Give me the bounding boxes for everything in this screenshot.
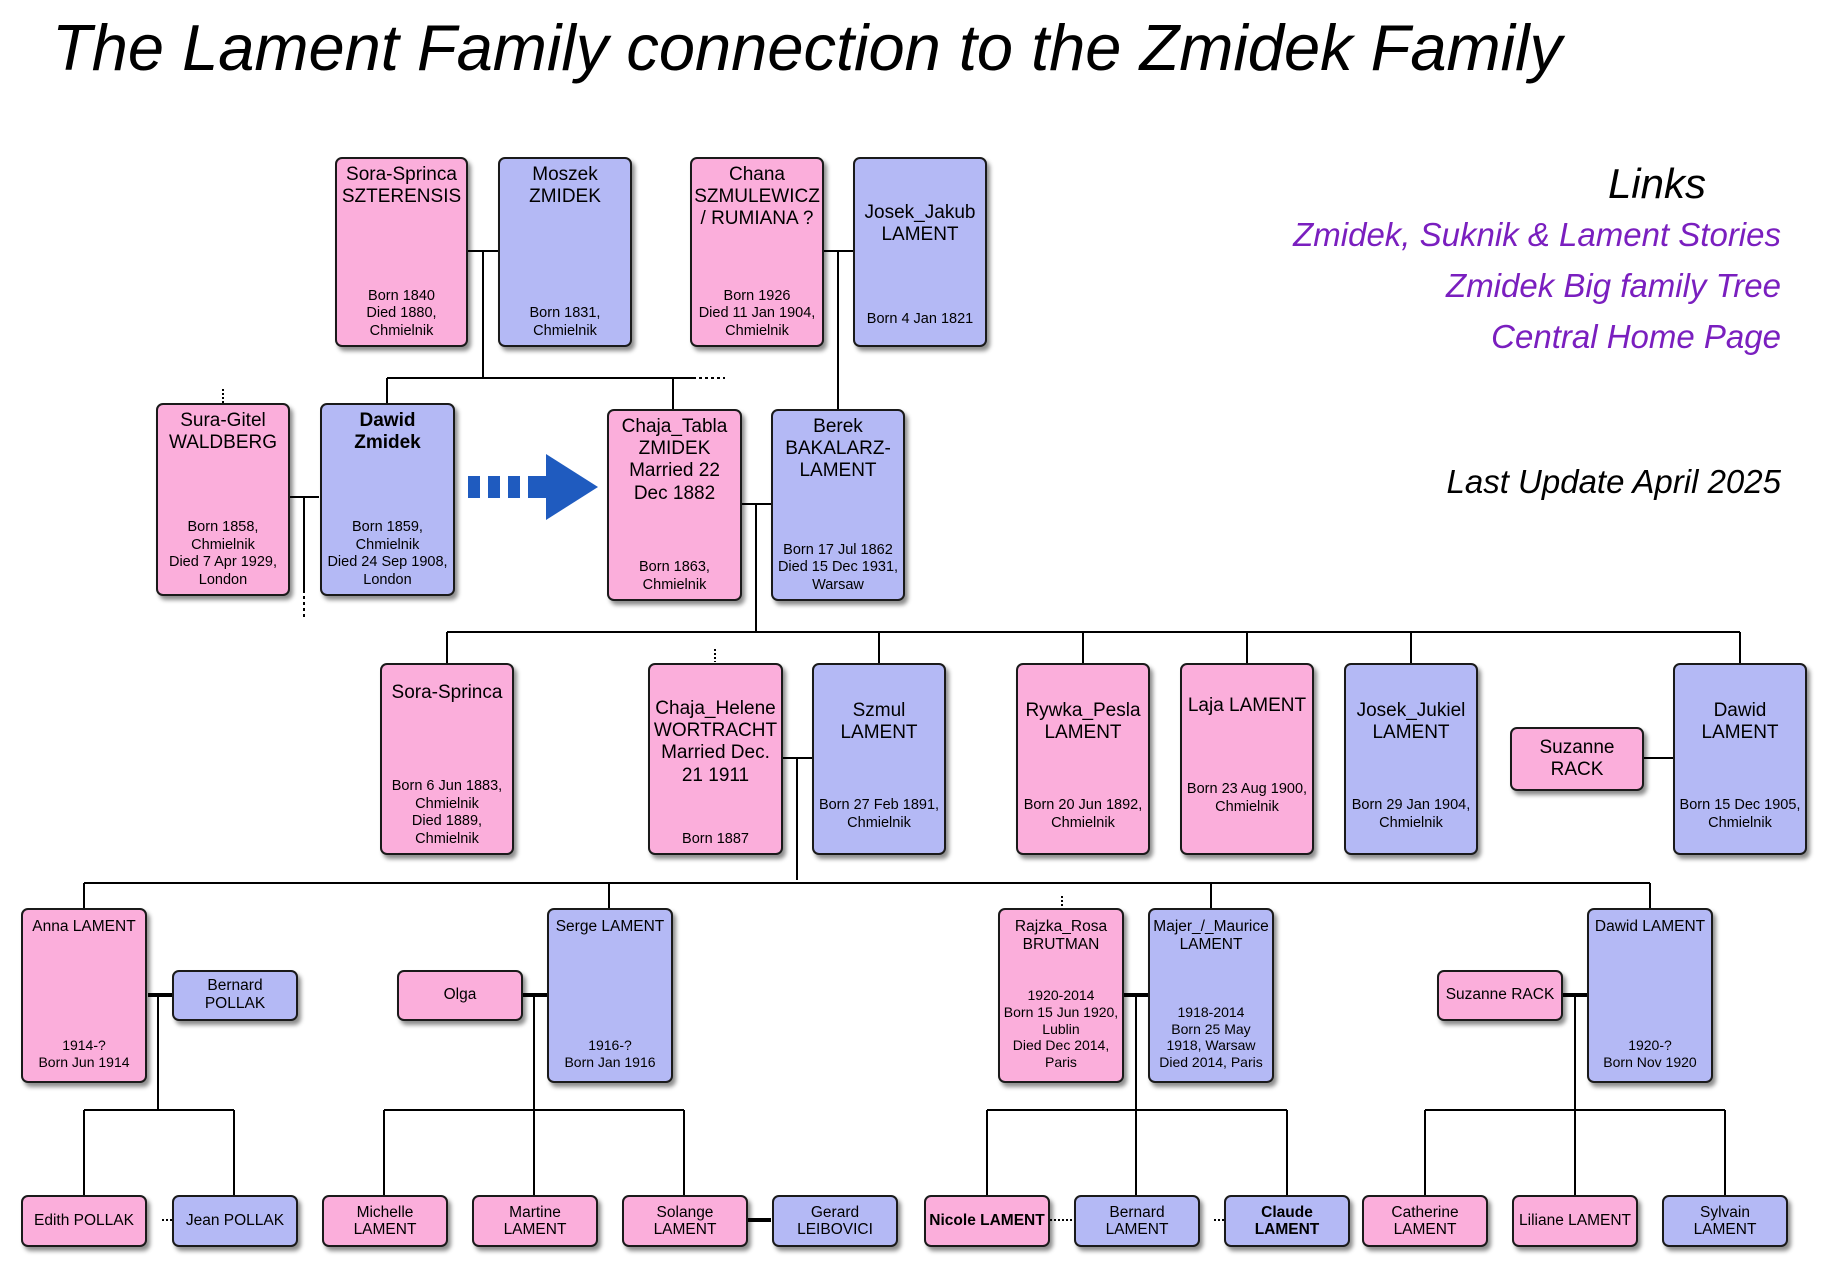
person-chana-szmulewicz[interactable]: Chana SZMULEWICZ / RUMIANA ? Born 1926 D… [690, 157, 824, 347]
page-title: The Lament Family connection to the Zmid… [52, 11, 1563, 84]
person-sora-sprinca[interactable]: Sora-Sprinca Born 6 Jun 1883, Chmielnik … [380, 663, 514, 855]
person-suzanne-rack[interactable]: Suzanne RACK [1510, 727, 1644, 791]
person-liliane-lament[interactable]: Liliane LAMENT [1512, 1195, 1638, 1247]
person-josek-jukiel-lament[interactable]: Josek_Jukiel LAMENT Born 29 Jan 1904, Ch… [1344, 663, 1478, 855]
person-bernard-lament[interactable]: Bernard LAMENT [1074, 1195, 1200, 1247]
link-central-home[interactable]: Central Home Page [1491, 318, 1781, 355]
person-nicole-lament[interactable]: Nicole LAMENT [924, 1195, 1050, 1247]
person-edith-pollak[interactable]: Edith POLLAK [21, 1195, 147, 1247]
person-josek-jakub-lament[interactable]: Josek_Jakub LAMENT Born 4 Jan 1821 [853, 157, 987, 347]
person-dawid-lament-1905[interactable]: Dawid LAMENT Born 15 Dec 1905, Chmielnik [1673, 663, 1807, 855]
person-claude-lament[interactable]: Claude LAMENT [1224, 1195, 1350, 1247]
person-sora-sprinca-szterensis[interactable]: Sora-Sprinca SZTERENSIS Born 1840 Died 1… [335, 157, 468, 347]
person-solange-lament[interactable]: Solange LAMENT [622, 1195, 748, 1247]
person-szmul-lament[interactable]: Szmul LAMENT Born 27 Feb 1891, Chmielnik [812, 663, 946, 855]
person-serge-lament[interactable]: Serge LAMENT 1916-? Born Jan 1916 [547, 908, 673, 1083]
person-moszek-zmidek[interactable]: Moszek ZMIDEK Born 1831, Chmielnik [498, 157, 632, 347]
arrow-right-icon [468, 454, 598, 520]
person-jean-pollak[interactable]: Jean POLLAK [172, 1195, 298, 1247]
person-sura-gitel-waldberg[interactable]: Sura-Gitel WALDBERG Born 1858, Chmielnik… [156, 403, 290, 596]
person-chaja-tabla-zmidek[interactable]: Chaja_Tabla ZMIDEK Married 22 Dec 1882 B… [607, 409, 742, 601]
person-michelle-lament[interactable]: Michelle LAMENT [322, 1195, 448, 1247]
person-rajzka-rosa-brutman[interactable]: Rajzka_Rosa BRUTMAN 1920-2014 Born 15 Ju… [998, 908, 1124, 1083]
person-martine-lament[interactable]: Martine LAMENT [472, 1195, 598, 1247]
link-stories[interactable]: Zmidek, Suknik & Lament Stories [1293, 216, 1781, 253]
person-olga[interactable]: Olga [397, 970, 523, 1021]
person-dawid-zmidek[interactable]: Dawid Zmidek Born 1859, Chmielnik Died 2… [320, 403, 455, 596]
person-anna-lament[interactable]: Anna LAMENT 1914-? Born Jun 1914 [21, 908, 147, 1083]
last-update: Last Update April 2025 [1446, 463, 1782, 500]
person-chaja-helene-wortracht[interactable]: Chaja_Helene WORTRACHT Married Dec. 21 1… [648, 663, 783, 855]
person-laja-lament[interactable]: Laja LAMENT Born 23 Aug 1900, Chmielnik [1180, 663, 1314, 855]
person-gerard-leibovici[interactable]: Gerard LEIBOVICI [772, 1195, 898, 1247]
person-berek-bakalarz-lament[interactable]: Berek BAKALARZ- LAMENT Born 17 Jul 1862 … [771, 409, 905, 601]
link-big-family-tree[interactable]: Zmidek Big family Tree [1446, 267, 1781, 304]
person-dawid-lament-1920[interactable]: Dawid LAMENT 1920-? Born Nov 1920 [1587, 908, 1713, 1083]
person-suzanne-rack-2[interactable]: Suzanne RACK [1437, 970, 1563, 1021]
person-majer-maurice-lament[interactable]: Majer_/_Maurice LAMENT 1918-2014 Born 25… [1148, 908, 1274, 1083]
links-heading: Links [1607, 160, 1706, 207]
person-catherine-lament[interactable]: Catherine LAMENT [1362, 1195, 1488, 1247]
person-bernard-pollak[interactable]: Bernard POLLAK [172, 970, 298, 1021]
person-rywka-pesla-lament[interactable]: Rywka_Pesla LAMENT Born 20 Jun 1892, Chm… [1016, 663, 1150, 855]
person-sylvain-lament[interactable]: Sylvain LAMENT [1662, 1195, 1788, 1247]
